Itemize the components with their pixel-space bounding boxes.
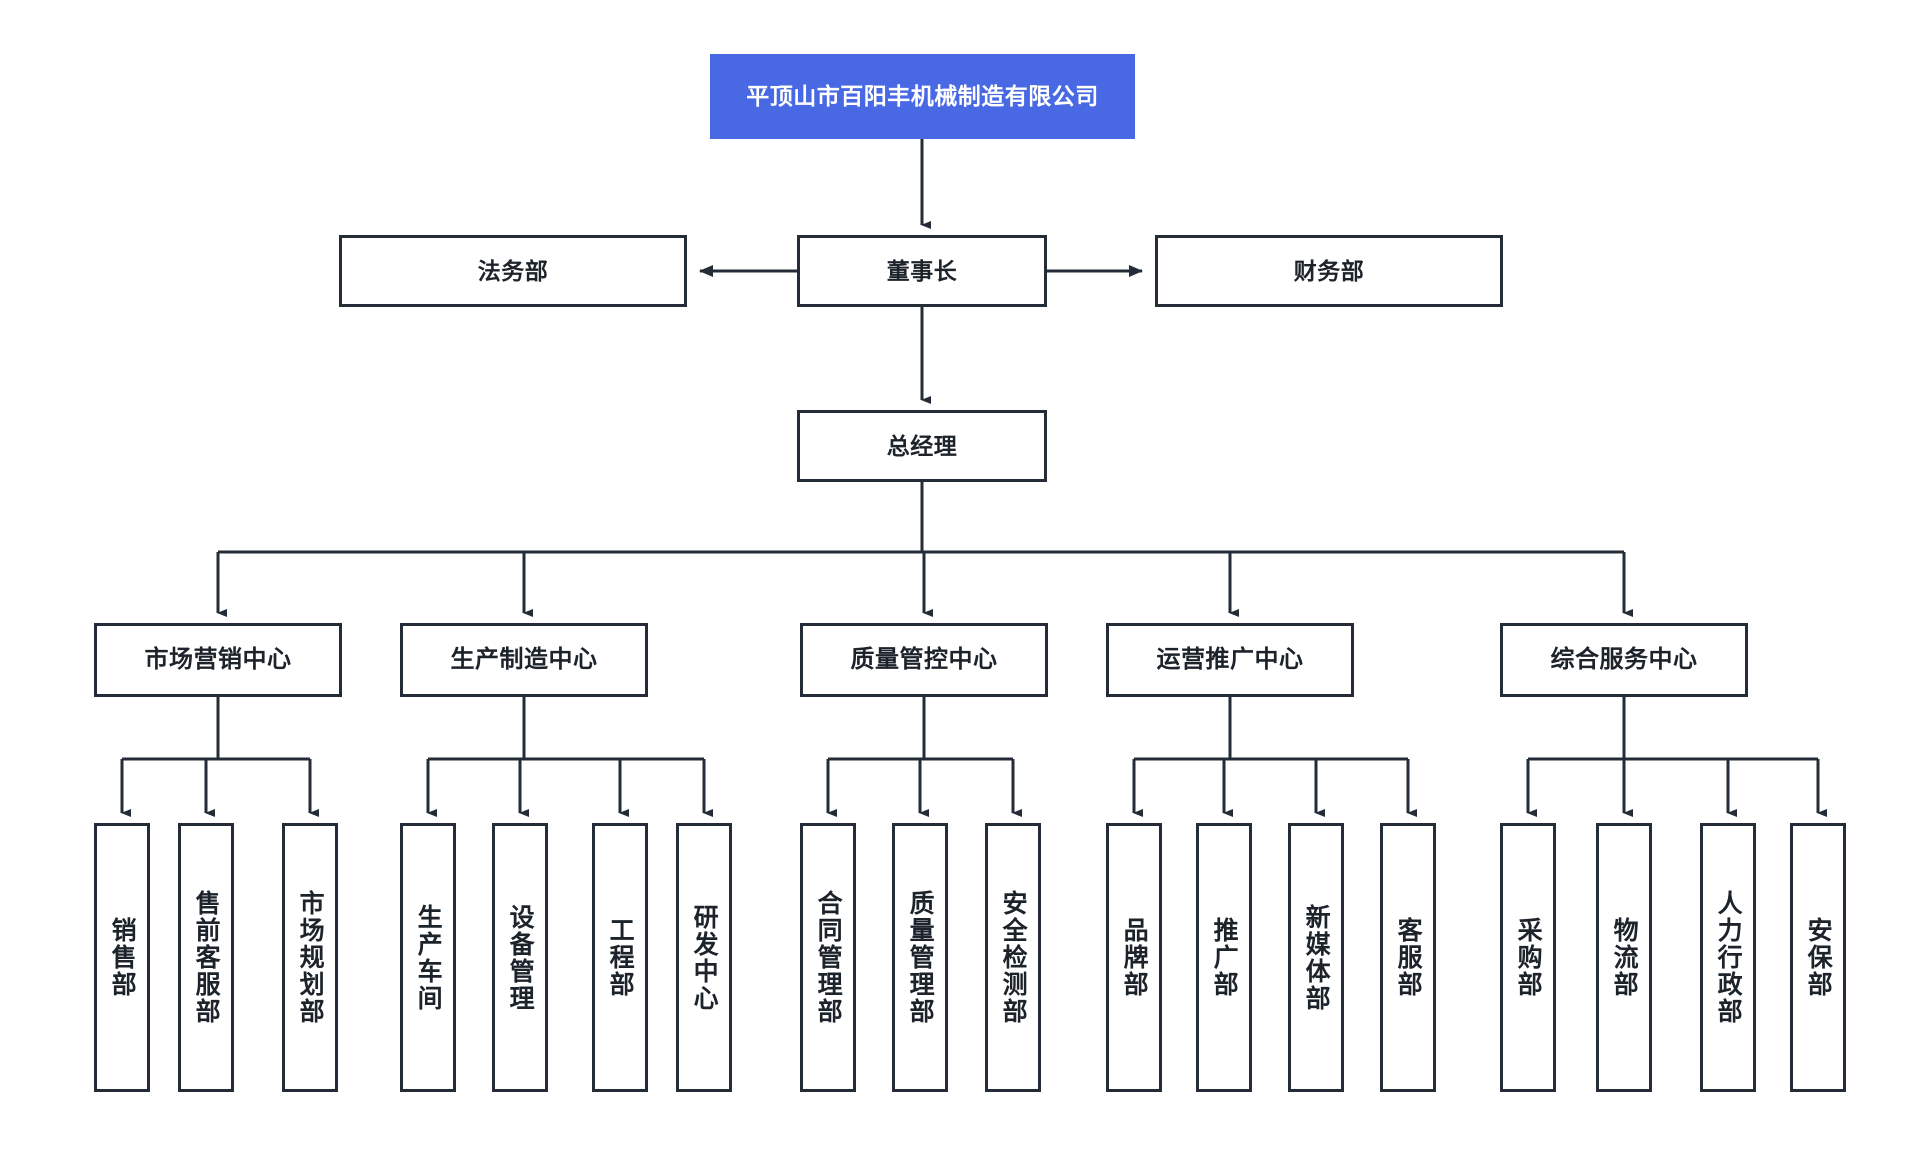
node-dept-5-1[interactable]: 采购部: [1500, 823, 1556, 1092]
node-dept-3-3[interactable]: 安全检测部: [985, 823, 1041, 1092]
node-label-dept-2-4: 研发中心: [690, 903, 719, 1012]
dept-label-wrap: 品牌部: [1109, 826, 1159, 1089]
node-center-4[interactable]: 运营推广中心: [1106, 623, 1354, 697]
dept-label-wrap: 人力行政部: [1703, 826, 1753, 1089]
node-dept-4-4[interactable]: 客服部: [1380, 823, 1436, 1092]
dept-label-wrap: 合同管理部: [803, 826, 853, 1089]
node-dept-4-2[interactable]: 推广部: [1196, 823, 1252, 1092]
node-dept-5-2[interactable]: 物流部: [1596, 823, 1652, 1092]
node-chairman[interactable]: 董事长: [797, 235, 1047, 307]
dept-label-wrap: 采购部: [1503, 826, 1553, 1089]
node-label-dept-3-3: 安全检测部: [999, 890, 1028, 1025]
node-label-dept-3-1: 合同管理部: [814, 890, 843, 1025]
node-label-center-3: 质量管控中心: [850, 646, 998, 673]
node-center-1[interactable]: 市场营销中心: [94, 623, 342, 697]
dept-label-wrap: 工程部: [595, 826, 645, 1089]
node-dept-2-2[interactable]: 设备管理: [492, 823, 548, 1092]
node-company-root[interactable]: 平顶山市百阳丰机械制造有限公司: [710, 54, 1135, 139]
dept-label-wrap: 设备管理: [495, 826, 545, 1089]
dept-label-wrap: 安全检测部: [988, 826, 1038, 1089]
node-label-chairman: 董事长: [886, 257, 958, 284]
dept-label-wrap: 市场规划部: [285, 826, 335, 1089]
node-dept-1-3[interactable]: 市场规划部: [282, 823, 338, 1092]
node-label-dept-1-1: 销售部: [108, 917, 137, 998]
node-label-dept-4-1: 品牌部: [1120, 917, 1149, 998]
node-label-dept-5-3: 人力行政部: [1714, 890, 1743, 1025]
node-dept-2-3[interactable]: 工程部: [592, 823, 648, 1092]
node-label-dept-2-3: 工程部: [606, 917, 635, 998]
node-label-dept-4-2: 推广部: [1210, 917, 1239, 998]
node-label-center-2: 生产制造中心: [450, 646, 598, 673]
dept-label-wrap: 质量管理部: [895, 826, 945, 1089]
node-label-finance-dept: 财务部: [1293, 257, 1365, 284]
node-label-dept-3-2: 质量管理部: [906, 890, 935, 1025]
node-dept-1-1[interactable]: 销售部: [94, 823, 150, 1092]
dept-label-wrap: 生产车间: [403, 826, 453, 1089]
node-label-dept-1-2: 售前客服部: [192, 890, 221, 1025]
node-dept-3-1[interactable]: 合同管理部: [800, 823, 856, 1092]
node-label-dept-4-4: 客服部: [1394, 917, 1423, 998]
node-dept-5-3[interactable]: 人力行政部: [1700, 823, 1756, 1092]
node-label-dept-4-3: 新媒体部: [1302, 903, 1331, 1012]
node-dept-4-3[interactable]: 新媒体部: [1288, 823, 1344, 1092]
node-label-dept-1-3: 市场规划部: [296, 890, 325, 1025]
node-dept-3-2[interactable]: 质量管理部: [892, 823, 948, 1092]
node-label-dept-5-1: 采购部: [1514, 917, 1543, 998]
dept-label-wrap: 售前客服部: [181, 826, 231, 1089]
node-center-2[interactable]: 生产制造中心: [400, 623, 648, 697]
node-label-center-5: 综合服务中心: [1550, 646, 1698, 673]
dept-label-wrap: 安保部: [1793, 826, 1843, 1089]
node-finance-dept[interactable]: 财务部: [1155, 235, 1503, 307]
dept-label-wrap: 物流部: [1599, 826, 1649, 1089]
dept-label-wrap: 研发中心: [679, 826, 729, 1089]
node-center-5[interactable]: 综合服务中心: [1500, 623, 1748, 697]
dept-label-wrap: 新媒体部: [1291, 826, 1341, 1089]
node-label-dept-5-4: 安保部: [1804, 917, 1833, 998]
node-label-center-1: 市场营销中心: [144, 646, 292, 673]
node-label-company-root: 平顶山市百阳丰机械制造有限公司: [746, 83, 1099, 110]
node-label-dept-2-1: 生产车间: [414, 903, 443, 1012]
node-label-general-manager: 总经理: [886, 432, 958, 459]
node-dept-1-2[interactable]: 售前客服部: [178, 823, 234, 1092]
node-dept-4-1[interactable]: 品牌部: [1106, 823, 1162, 1092]
node-label-center-4: 运营推广中心: [1156, 646, 1304, 673]
dept-label-wrap: 销售部: [97, 826, 147, 1089]
node-center-3[interactable]: 质量管控中心: [800, 623, 1048, 697]
node-dept-2-4[interactable]: 研发中心: [676, 823, 732, 1092]
node-dept-5-4[interactable]: 安保部: [1790, 823, 1846, 1092]
node-label-dept-5-2: 物流部: [1610, 917, 1639, 998]
node-legal-dept[interactable]: 法务部: [339, 235, 687, 307]
node-label-dept-2-2: 设备管理: [506, 903, 535, 1012]
node-label-legal-dept: 法务部: [477, 257, 549, 284]
node-general-manager[interactable]: 总经理: [797, 410, 1047, 482]
dept-label-wrap: 客服部: [1383, 826, 1433, 1089]
dept-label-wrap: 推广部: [1199, 826, 1249, 1089]
node-dept-2-1[interactable]: 生产车间: [400, 823, 456, 1092]
